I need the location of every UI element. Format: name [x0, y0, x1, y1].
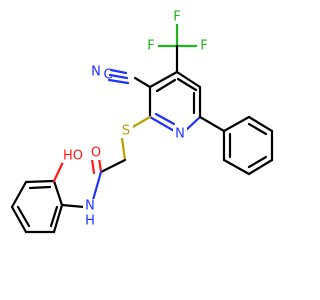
bond-hp-double-1 [28, 185, 52, 190]
atom-f-top: F [173, 10, 180, 25]
bond-ph-double-2 [247, 155, 268, 169]
bond-c3-nitrile-c [133, 76, 152, 89]
bond-pyr-c2-n-double [154, 112, 176, 126]
bond-ph-5-6 [222, 158, 251, 176]
bond-nitrile-triple-3 [107, 78, 130, 85]
bond-carbonyl-o [97, 156, 103, 174]
atom-nitrile-n: N [91, 65, 101, 80]
atom-f-right: F [200, 39, 207, 54]
bond-hp-2-3 [24, 179, 56, 184]
bond-ch2-carbonyl [99, 158, 127, 174]
bond-hp-oh [52, 160, 65, 183]
bond-ph-4-5 [247, 158, 274, 176]
atom-hydroxyl: HO [63, 149, 83, 164]
bond-pyr-c2-n [148, 115, 178, 134]
bonds [10, 22, 274, 234]
bond-nitrile-triple-1 [109, 68, 128, 75]
atom-f-left: F [147, 39, 154, 54]
molecule-structure-diagram: F F F N C N S O N H HO [10, 10, 274, 234]
atom-labels: F F F N C N S O N H HO [62, 10, 211, 229]
bond-carbonyl-n [91, 170, 103, 202]
bond-hp-4-5 [10, 205, 28, 234]
atom-carbonyl-o: O [91, 146, 101, 161]
bond-ph-double-1 [247, 122, 268, 136]
bond-pyr-c4-c3 [148, 70, 179, 89]
bond-hp-6-1 [52, 203, 64, 234]
bond-nitrile-triple-2 [108, 73, 129, 80]
bond-ph-1-2 [222, 115, 251, 133]
atom-amide-h: H [85, 214, 95, 229]
bond-hp-3-4 [10, 180, 28, 209]
bond-hp-1-2 [52, 179, 64, 207]
bond-ph-2-3 [247, 115, 274, 133]
bond-s-ch2 [120, 136, 127, 162]
bond-c6-phenyl [198, 115, 226, 133]
bond-pyr-c3-c4-double [155, 78, 177, 93]
bond-pyr-c4-c5-double [176, 77, 198, 92]
bond-carbonyl-o-double [90, 157, 96, 175]
atom-nitrile-c: C [103, 68, 112, 83]
bond-hp-double-3 [49, 205, 59, 228]
atom-amide-n: N [85, 199, 95, 214]
bond-hp-double-2 [16, 205, 31, 228]
bond-pyr-c4-c5 [175, 70, 202, 89]
atom-s: S [122, 124, 130, 139]
bond-c2-s [129, 115, 152, 130]
bond-n-aryl [60, 203, 86, 209]
atom-pyridine-n: N [175, 127, 185, 142]
